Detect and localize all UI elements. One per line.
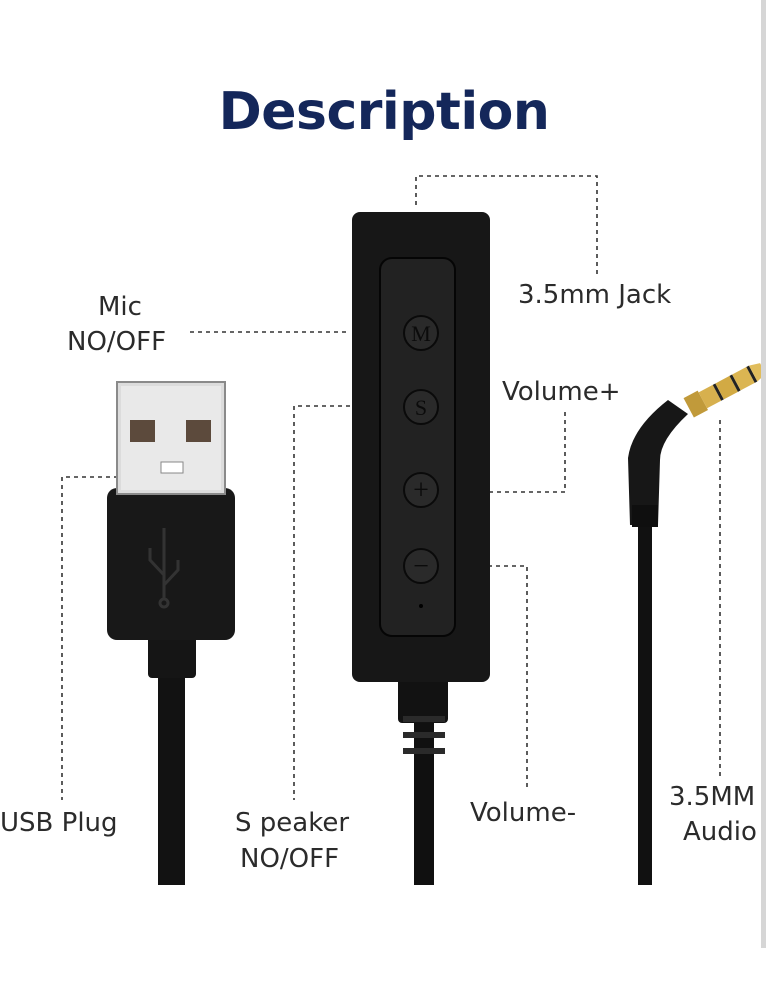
mic-button-glyph[interactable]: M [411,321,431,346]
usb-symbol-icon [148,528,180,609]
speaker-label-line2: NO/OFF [240,844,340,874]
mic-label-line1: Mic [98,292,142,322]
page-edge-divider [761,0,766,948]
audio-label-line2: Audio [683,817,757,847]
usb-plug-illustration [107,381,235,885]
controller-illustration [352,212,490,885]
usb-plug-label: USB Plug [0,808,118,838]
mic-label-line2: NO/OFF [67,327,167,357]
volume-minus-button-glyph[interactable]: − [413,551,429,582]
speaker-button-glyph[interactable]: S [415,395,427,420]
page-title: Description [218,82,550,142]
audio-label-line1: 3.5MM [669,782,756,812]
volume-minus-label: Volume- [470,798,577,828]
volume-plus-button-glyph[interactable]: + [413,475,429,506]
jack-label: 3.5mm Jack [518,280,672,310]
volume-plus-label: Volume+ [502,377,621,407]
audio-jack-illustration [628,363,766,885]
speaker-label-line1: S peaker [235,808,350,838]
